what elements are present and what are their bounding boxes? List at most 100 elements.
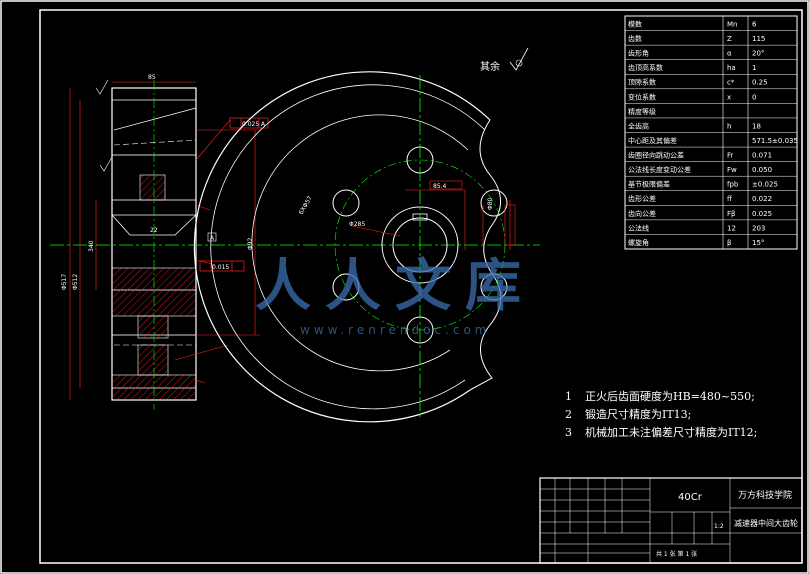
param-name: 公法线 — [628, 223, 649, 232]
dim-dia2: Φ512 — [72, 274, 79, 290]
dim-key: 22 — [150, 227, 158, 234]
param-name: 中心距及其偏差 — [628, 136, 677, 145]
param-symbol: 12 — [727, 224, 736, 232]
material: 40Cr — [678, 492, 703, 503]
roughness-mark — [99, 156, 113, 172]
dim-keyway-depth: 85.4 — [433, 183, 447, 190]
param-symbol: ha — [727, 64, 736, 72]
dim-holes: 6XΦ57 — [298, 195, 314, 216]
roughness-mark — [95, 79, 109, 95]
technical-notes: 1 正火后齿面硬度为HB=480~550; 2 锻造尺寸精度为IT13; 3 机… — [565, 389, 757, 439]
param-value: 0.25 — [752, 79, 768, 87]
part-name: 减速器中间大齿轮 — [734, 518, 798, 528]
param-name: 齿数 — [628, 34, 642, 43]
dim-box-vert — [504, 204, 516, 246]
dim-hub: Φ92 — [247, 237, 254, 250]
param-name: 齿形公差 — [628, 194, 656, 203]
hatch-web — [137, 315, 169, 339]
param-value: 15° — [752, 239, 764, 247]
tol-runout-value: 0.025 — [242, 121, 259, 128]
dim-box — [429, 180, 463, 190]
watermark: 人人文库 www.renrendoc.com — [255, 254, 535, 337]
param-value: 115 — [752, 35, 765, 43]
scale: 1:2 — [714, 523, 724, 530]
param-name: 齿形角 — [628, 49, 649, 58]
dim-dia1: Φ517 — [61, 274, 68, 290]
param-value: 20° — [752, 50, 764, 58]
dim-bore: Φ80 — [487, 197, 494, 210]
leader-line — [195, 204, 211, 211]
web-edge — [469, 119, 502, 391]
param-value: 571.5±0.035 — [752, 137, 798, 145]
param-name: 模数 — [628, 19, 642, 28]
leader-line — [174, 344, 229, 361]
tolerance-frame-parallel: 0.015 — [199, 260, 245, 272]
param-name: 螺旋角 — [628, 238, 649, 247]
outer-arc — [193, 71, 491, 423]
hole — [480, 273, 508, 301]
param-symbol: Mn — [727, 20, 737, 28]
tol-runout-datum: A — [261, 121, 266, 128]
rim-arc — [251, 114, 469, 372]
keyway-profile — [111, 214, 197, 236]
tooth-line — [113, 107, 197, 131]
hatch-rim-top — [139, 174, 166, 201]
param-value: 0.050 — [752, 166, 772, 174]
param-value: 0.071 — [752, 152, 772, 160]
tooth-line — [113, 139, 197, 146]
param-symbol: α — [727, 50, 732, 58]
param-name: 精度等级 — [628, 107, 656, 116]
note-2-num: 2 — [565, 408, 572, 421]
param-name: 基节极限偏差 — [628, 180, 670, 189]
param-symbol: Fr — [727, 152, 734, 160]
roughness-symbol — [509, 47, 529, 71]
roughness-note: 其余 — [480, 47, 529, 73]
param-value: 203 — [752, 224, 765, 232]
sheet-info: 共 1 张 第 1 张 — [656, 550, 697, 558]
param-name: 齿顶高系数 — [628, 63, 663, 72]
param-name: 公法线长度变动公差 — [628, 165, 691, 174]
param-value: 0.025 — [752, 210, 772, 218]
section-view: 85 Φ517 Φ512 340 Φ92 22 0.025 A 0.015 A — [50, 74, 540, 410]
leader-line — [195, 119, 231, 161]
front-view: 85.4 Φ285 6XΦ57 Φ80 — [193, 71, 516, 423]
watermark-url: www.renrendoc.com — [300, 323, 490, 337]
tol-parallel-value: 0.015 — [212, 264, 229, 271]
param-symbol: β — [727, 239, 731, 247]
dim-dia3: 340 — [88, 240, 95, 252]
watermark-brand: 人人文库 — [255, 254, 535, 319]
param-symbol: fpb — [727, 181, 739, 189]
school-name: 万方科技学院 — [738, 489, 792, 501]
leader-line — [195, 379, 206, 384]
param-value: 18 — [752, 122, 761, 130]
hole — [480, 189, 508, 217]
title-block: 40Cr 万方科技学院 减速器中间大齿轮 1:2 共 1 张 第 1 张 — [539, 477, 803, 564]
param-symbol: Z — [727, 35, 732, 43]
param-name: 全齿高 — [628, 121, 649, 130]
param-symbol: x — [727, 93, 731, 101]
param-symbol: ff — [727, 195, 732, 203]
outer-arc-2 — [210, 84, 486, 410]
param-symbol: c* — [727, 79, 735, 87]
param-value: 1 — [752, 64, 756, 72]
hole — [332, 189, 360, 217]
param-value: 0.022 — [752, 195, 772, 203]
dim-width: 85 — [148, 74, 156, 81]
param-value: ±0.025 — [752, 181, 778, 189]
param-name: 齿向公差 — [628, 209, 656, 218]
param-name: 齿圈径向跳动公差 — [628, 151, 684, 160]
datum-marker: A — [207, 232, 217, 242]
param-symbol: Fβ — [727, 210, 736, 218]
note-3-num: 3 — [565, 426, 572, 439]
param-name: 顶隙系数 — [628, 78, 656, 87]
param-name: 变位系数 — [628, 92, 656, 101]
roughness-circle — [515, 59, 523, 67]
roughness-label: 其余 — [480, 60, 500, 73]
note-2-text: 锻造尺寸精度为IT13; — [585, 407, 691, 421]
hole — [332, 273, 360, 301]
note-1-text: 正火后齿面硬度为HB=480~550; — [585, 389, 755, 403]
